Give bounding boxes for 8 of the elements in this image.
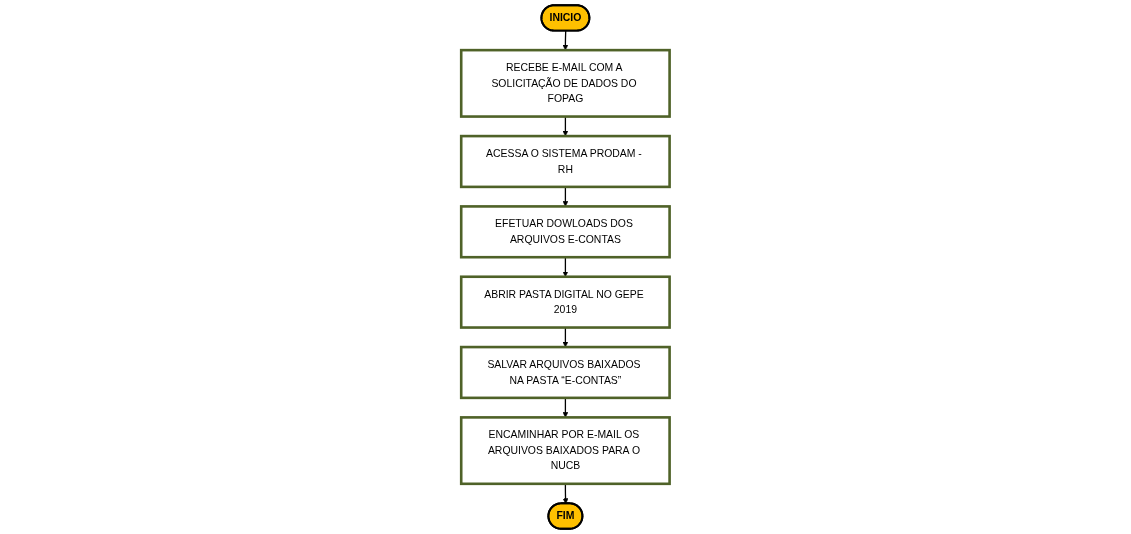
arrow (562, 30, 569, 51)
node-box: EFETUAR DOWLOADS DOS ARQUIVOS E-CONTAS (460, 205, 671, 259)
node-box: ACESSA O SISTEMA PRODAM - RH (460, 134, 671, 189)
arrow (562, 186, 569, 207)
node-box: RECEBE E-MAIL COM A SOLICITAÇÃO DE DADOS DO FOPAG (460, 48, 671, 118)
node-box: ABRIR PASTA DIGITAL NO GEPE 2019 (460, 275, 671, 329)
node-box: ENCAMINHAR POR E-MAIL OS ARQUIVOS BAIXADOS PARA O NUCB (460, 416, 671, 486)
node-box: SALVAR ARQUIVOS BAIXADOS NA PASTA “E-CONTAS” (460, 345, 671, 400)
